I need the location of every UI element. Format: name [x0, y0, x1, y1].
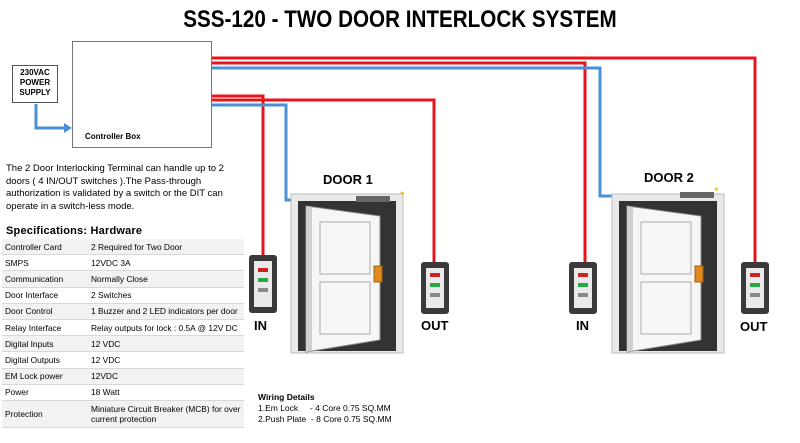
spec-key: Door Interface	[2, 287, 88, 304]
spec-value: 12VDC	[88, 368, 244, 385]
controller-box-label: Controller Box	[85, 132, 141, 141]
specifications-title: Specifications: Hardware	[6, 225, 143, 237]
wire-door1-in	[198, 94, 265, 255]
controller-box: Controller Box	[72, 41, 212, 148]
spec-key: Communication	[2, 270, 88, 288]
spec-value: 12VDC 3A	[88, 254, 244, 272]
switch-plate-door2-out	[741, 262, 769, 314]
spec-value: Miniature Circuit Breaker (MCB) for over…	[88, 400, 244, 428]
wiring-details-line1: 1.Em Lock - 4 Core 0.75 SQ.MM	[258, 403, 391, 413]
wire-door2-out	[198, 56, 757, 262]
spec-key: Digital Inputs	[2, 335, 88, 353]
spec-key: EM Lock power	[2, 368, 88, 385]
wiring-details-line2: 2.Push Plate - 8 Core 0.75 SQ.MM	[258, 414, 392, 424]
wiring-details: Wiring Details 1.Em Lock - 4 Core 0.75 S…	[258, 392, 392, 425]
door-2: ✦	[611, 185, 725, 354]
spec-key: Controller Card	[2, 239, 88, 256]
door-2-out-label: OUT	[740, 319, 768, 334]
spec-key: Power	[2, 384, 88, 401]
door-1-in-label: IN	[254, 318, 267, 333]
spec-value: 12 VDC	[88, 335, 244, 353]
wiring-details-title: Wiring Details	[258, 392, 315, 402]
switch-plate-door2-in	[569, 262, 597, 314]
wire-door2-lock	[198, 66, 686, 198]
wire-door2-in	[198, 61, 587, 262]
spec-value: 1 Buzzer and 2 LED indicators per door	[88, 303, 244, 320]
switch-plate-door1-out	[421, 262, 449, 314]
wire-door1-out	[198, 98, 436, 262]
spec-value: 2 Switches	[88, 287, 244, 304]
power-supply-line1: 230VAC	[20, 68, 50, 77]
door-2-in-label: IN	[576, 318, 589, 333]
spec-value: Normally Close	[88, 270, 244, 288]
spec-value: Relay outputs for lock : 0.5A @ 12V DC	[88, 319, 244, 337]
power-feed-wire	[34, 104, 70, 130]
power-supply-box: 230VAC POWER SUPPLY	[12, 65, 58, 103]
power-supply-line2: POWER	[19, 78, 51, 87]
door-2-title: DOOR 2	[644, 170, 694, 185]
spec-key: Protection	[2, 400, 88, 428]
door-1-title: DOOR 1	[323, 172, 373, 187]
spec-value: 18 Watt	[88, 384, 244, 401]
spec-value: 12 VDC	[88, 351, 244, 369]
power-feed-arrow-icon	[64, 123, 72, 133]
page-title: SSS-120 - TWO DOOR INTERLOCK SYSTEM	[183, 6, 617, 33]
spec-key: Door Control	[2, 303, 88, 320]
spec-key: SMPS	[2, 254, 88, 272]
door-1-out-label: OUT	[421, 318, 449, 333]
spec-value: 2 Required for Two Door	[88, 239, 244, 256]
system-description: The 2 Door Interlocking Terminal can han…	[6, 163, 224, 212]
power-supply-line3: SUPPLY	[19, 88, 51, 97]
switch-plate-door1-in	[249, 255, 277, 313]
svg-text:✦: ✦	[713, 185, 720, 194]
spec-key: Relay Interface	[2, 319, 88, 337]
svg-text:✦: ✦	[399, 189, 406, 198]
spec-key: Digital Outputs	[2, 351, 88, 369]
door-1: ✦	[290, 189, 406, 354]
